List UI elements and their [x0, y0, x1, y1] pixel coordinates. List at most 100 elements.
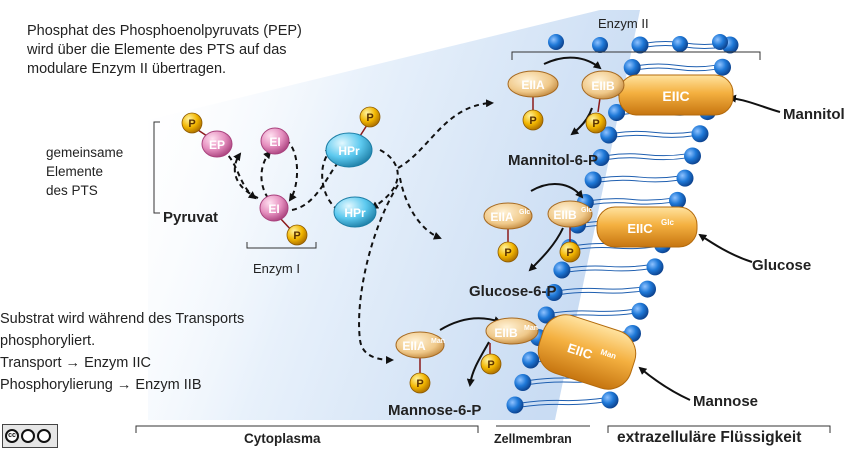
cc-icon: cc [5, 429, 19, 443]
arrow-to-glucose-branch [399, 177, 442, 240]
ei-bottom-label: EI [268, 202, 279, 216]
cytoplasma-bracket [135, 425, 479, 433]
arrow-to-mannitol-branch [397, 99, 494, 169]
substrate-note: Substrat wird während des Transports pho… [0, 308, 244, 396]
lipid-tail [559, 290, 642, 295]
intro-text: Phosphat des Phosphoenolpyruvats (PEP) w… [27, 22, 302, 79]
ei-top: EI [260, 127, 290, 155]
hpr-top: HPr [325, 121, 373, 168]
ei-bottom: EI [259, 194, 294, 233]
phosphate-label: P [566, 247, 573, 259]
phosphate-icon: P [181, 112, 203, 134]
eiib-glucose-label: EIIB [553, 208, 577, 222]
transport-line: Transport → Enzym IIC [0, 352, 244, 374]
lipid-tail [638, 67, 717, 72]
mannose6p-label: Mannose-6-P [388, 402, 482, 419]
enzym1-bracket [246, 242, 317, 249]
arrow-to-mannose6p [466, 341, 490, 387]
cc-license-badge[interactable]: cc [2, 424, 58, 448]
phosphate-label: P [366, 112, 373, 124]
phosphate-label: P [592, 118, 599, 130]
hpr-top-label: HPr [338, 144, 360, 158]
phosphate-icon: P [559, 241, 581, 263]
membrane-bead [522, 351, 540, 369]
lipid-tail [591, 197, 672, 201]
arrow-to-glucose6p [528, 227, 564, 272]
lipid-tail [599, 179, 680, 183]
eiib-glucose: EIIB Glc [547, 200, 593, 244]
phosphate-label: P [487, 359, 494, 371]
eiib-glucose-sup: Glc [581, 207, 592, 214]
lipid-tail [599, 175, 680, 179]
mannose-label: Mannose [693, 393, 759, 410]
membrane-bead [600, 126, 618, 144]
ep-molecule: EP [197, 129, 233, 158]
intro-line-3: modulare Enzym II übertragen. [27, 61, 227, 77]
membrane-bead [669, 191, 686, 209]
transport-arrow: → [65, 355, 81, 371]
extracellular-label: extrazelluläre Flüssigkeit [617, 429, 802, 446]
eiia-mannitol: EIIA [507, 70, 559, 112]
substrate-line-1: Substrat wird während des Transports [0, 311, 245, 327]
eiic-glucose: EIIC Glc [596, 206, 698, 248]
phospho-line: Phosphorylierung → Enzym IIB [0, 374, 244, 396]
arrow-ei-cycle-up [260, 150, 272, 199]
eiia-mannose-sup: Man [431, 338, 445, 345]
membrane-bead [584, 171, 602, 189]
membrane-bead [639, 280, 656, 298]
common-line-2: Elemente [46, 164, 104, 179]
sa-icon [37, 429, 51, 443]
arrow-hpr-down [370, 149, 399, 210]
arrow-hpr-return [321, 148, 339, 211]
transport-target: Enzym IIC [80, 355, 151, 371]
phosphate-icon: P [497, 241, 519, 263]
membrane-bead [623, 59, 641, 76]
by-icon [21, 429, 35, 443]
transport-term: Transport [0, 355, 66, 371]
arrow-glucose-in [698, 233, 753, 263]
lipid-tail [606, 157, 687, 161]
phospho-term: Phosphorylierung [0, 377, 117, 393]
eiib-mannitol: EIIB [581, 70, 625, 113]
substrate-line-2: phosphoryliert. [0, 333, 96, 349]
lipid-tail [520, 401, 605, 408]
arrow-eiia-to-eiib-glc [530, 183, 584, 199]
eiic-glucose-label: EIIC [627, 221, 653, 236]
membrane-bead [684, 147, 701, 165]
lipid-tail [614, 134, 695, 138]
zellmembran-label: Zellmembran [494, 432, 572, 446]
phosphate-icon: P [359, 106, 381, 128]
lipid-tail [591, 201, 672, 205]
enzym2-label: Enzym II [598, 16, 649, 31]
common-line-1: gemeinsame [46, 145, 124, 160]
phospho-target: Enzym IIB [131, 377, 202, 393]
membrane-bead [592, 149, 610, 166]
eiic-mannitol: EIIC [618, 74, 734, 116]
eiia-mannose: EIIA Man [395, 331, 445, 374]
membrane-bead [672, 36, 688, 52]
lipid-tail [559, 286, 642, 291]
cytoplasm-region [148, 10, 640, 420]
membrane-bead [712, 34, 728, 50]
membrane-bead [592, 37, 608, 53]
eiia-glucose-label: EIIA [490, 210, 514, 224]
membrane-bead [548, 34, 564, 50]
mannitol-label: Mannitol [783, 106, 845, 123]
ei-top-label: EI [269, 135, 280, 149]
phosphate-label: P [188, 118, 195, 130]
membrane-bead [553, 261, 571, 279]
hpr-bottom: HPr [333, 196, 377, 228]
phosphate-icon: P [409, 372, 431, 394]
common-elements-bracket [153, 121, 160, 214]
common-line-3: des PTS [46, 183, 98, 198]
eiia-mannitol-label: EIIA [521, 78, 545, 92]
enzym2-bracket [511, 51, 761, 60]
membrane-bead [506, 396, 524, 414]
membrane-bead [646, 258, 664, 276]
phosphate-label: P [293, 230, 300, 242]
membrane-bead [714, 58, 731, 76]
membrane-bead [545, 284, 563, 301]
eiic-mannitol-label: EIIC [662, 88, 689, 104]
membrane-bead [691, 125, 709, 143]
